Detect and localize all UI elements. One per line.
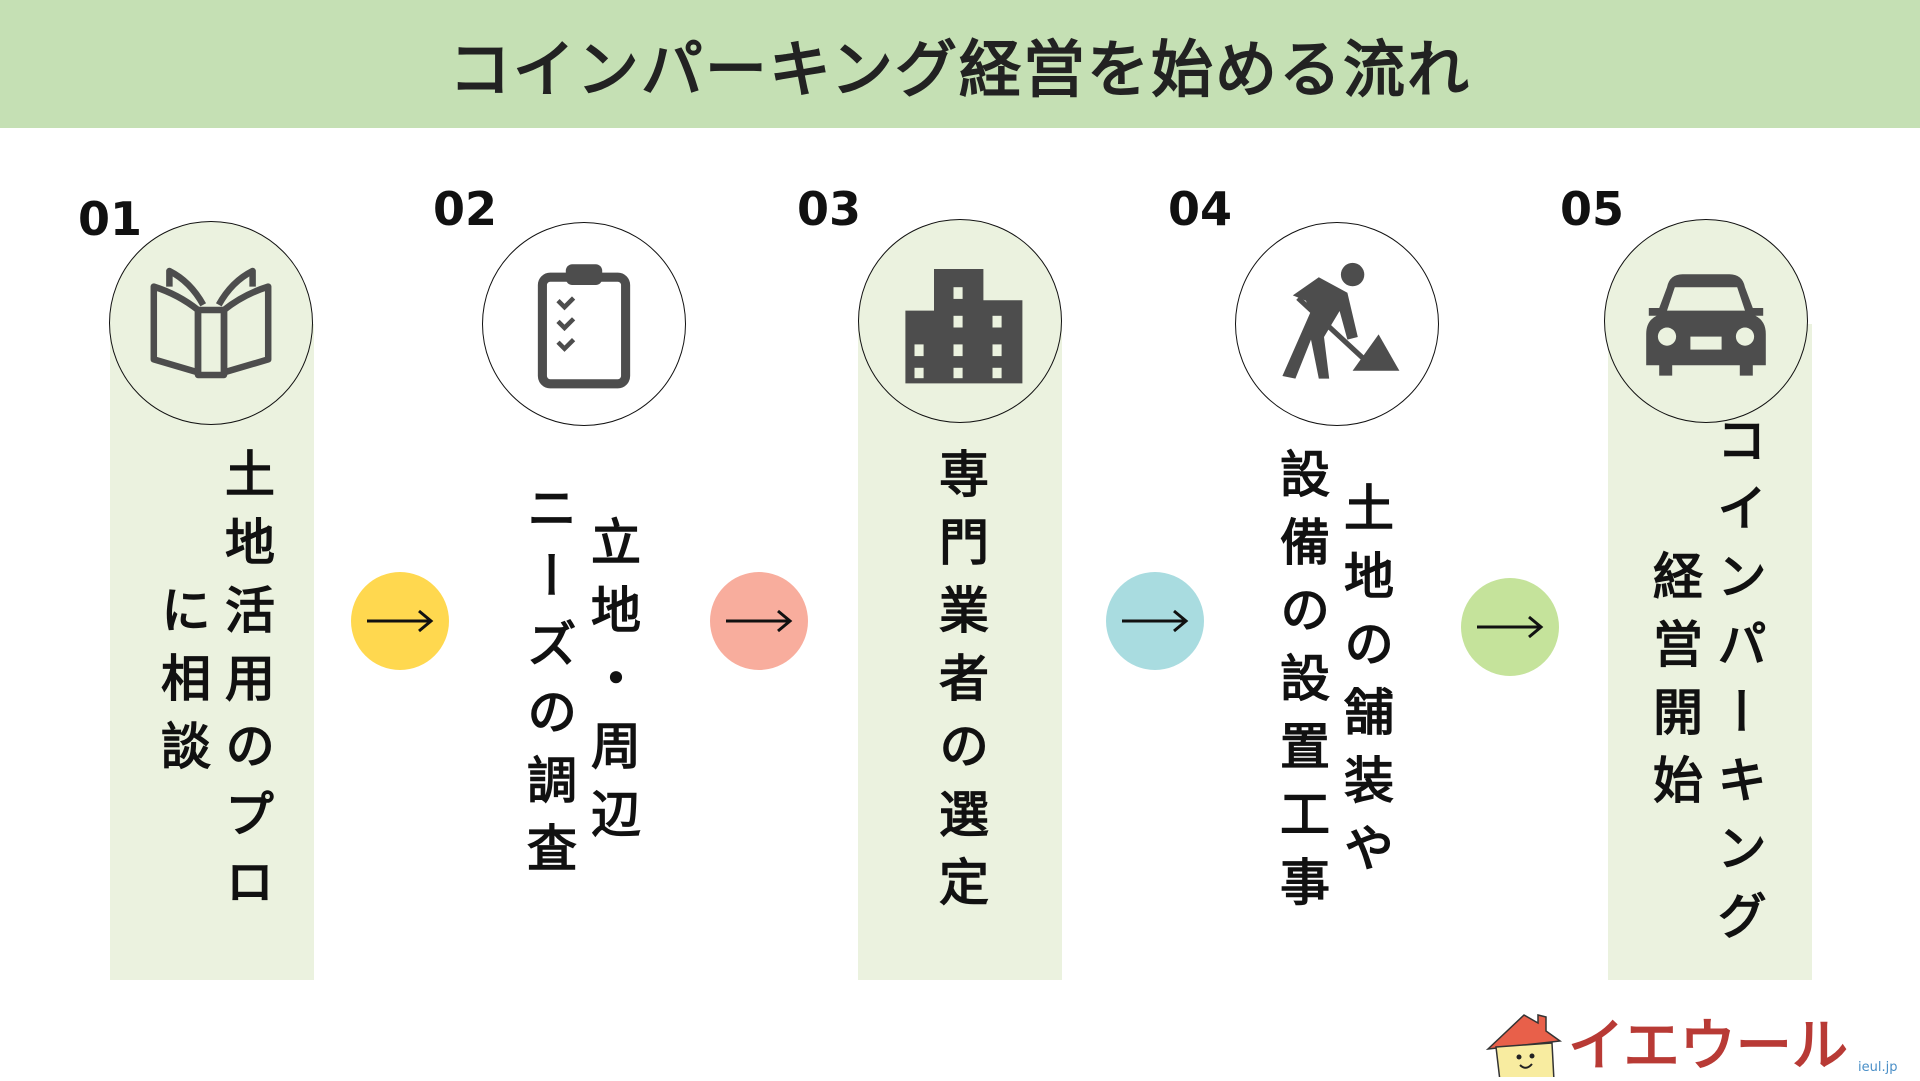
logo-domain: ieul.jp	[1858, 1060, 1897, 1075]
step-5-label-line: 経営開始	[1645, 550, 1703, 822]
page-title: コインパーキング経営を始める流れ	[448, 33, 1472, 106]
step-3-number: 03	[797, 182, 862, 236]
arrow-right-icon	[367, 609, 434, 633]
arrow-4	[1461, 578, 1559, 676]
step-1-panel	[110, 324, 314, 980]
step-5-number: 05	[1560, 182, 1625, 236]
house-mascot-icon: イエウール ieul.jp	[1485, 1014, 1897, 1081]
clipboard-checklist-icon	[537, 264, 631, 389]
step-4-number: 04	[1168, 182, 1233, 236]
arrow-1	[351, 572, 449, 670]
step-1-icon-circle	[109, 221, 313, 425]
step-5-panel	[1608, 324, 1812, 980]
step-1-label-line: に相談	[153, 584, 211, 788]
step-2-icon-circle	[482, 222, 686, 426]
step-4-label-line: 設備の設置工事	[1272, 448, 1330, 924]
step-1-label: 土地活用のプロ に相談	[150, 406, 278, 966]
arrow-3	[1106, 572, 1204, 670]
arrow-right-icon	[1477, 615, 1544, 639]
step-2-label: 立地・周辺 ニーズの調査	[516, 406, 644, 966]
step-4-label: 土地の舗装や 設備の設置工事	[1269, 406, 1397, 966]
title-banner: コインパーキング経営を始める流れ	[0, 0, 1920, 128]
step-2-label-line: 立地・周辺	[583, 516, 641, 856]
step-2-label-line: ニーズの調査	[519, 482, 577, 890]
ieul-logo: イエウール ieul.jp	[1484, 1005, 1916, 1081]
step-3-label: 専門業者の選定	[928, 406, 992, 966]
step-4-icon-circle	[1235, 222, 1439, 426]
arrow-right-icon	[1122, 609, 1189, 633]
open-book-icon	[150, 267, 272, 379]
step-1-label-line: 土地活用のプロ	[217, 448, 275, 924]
step-5-icon-circle	[1604, 219, 1808, 423]
step-5-label: コインパーキング 経営開始	[1642, 406, 1770, 966]
construction-worker-icon	[1282, 262, 1400, 379]
step-2-number: 02	[433, 182, 498, 236]
step-3-panel	[858, 324, 1062, 980]
step-5-label-line: コインパーキング	[1709, 414, 1767, 958]
step-3-icon-circle	[858, 219, 1062, 423]
step-4-label-line: 土地の舗装や	[1336, 482, 1394, 890]
building-icon	[905, 269, 1023, 384]
step-3-label-line: 専門業者の選定	[931, 448, 989, 924]
arrow-2	[710, 572, 808, 670]
logo-wordmark: イエウール	[1568, 1014, 1848, 1077]
arrow-right-icon	[726, 609, 793, 633]
step-1-number: 01	[78, 192, 143, 246]
car-icon	[1646, 274, 1766, 376]
